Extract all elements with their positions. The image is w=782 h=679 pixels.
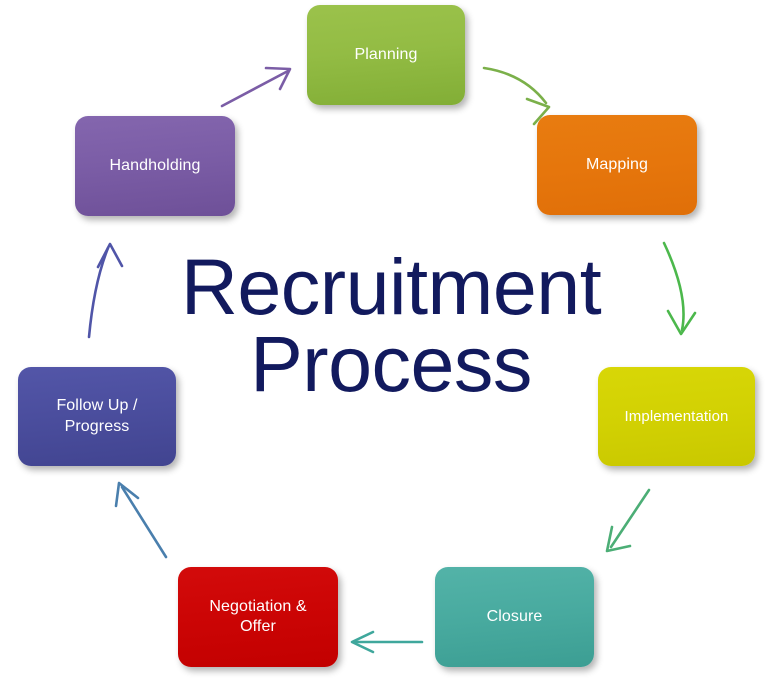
node-mapping[interactable]: Mapping [537, 115, 697, 215]
arrow-followup-to-handholding [87, 242, 124, 339]
node-mapping-label: Mapping [585, 155, 649, 173]
diagram-title: Recruitment Process [180, 242, 602, 409]
arrow-planning-to-mapping [482, 66, 551, 126]
node-closure[interactable]: Closure [435, 567, 594, 667]
arrow-closure-to-negotiation [350, 630, 424, 654]
arrow-handholding-to-planning [220, 66, 292, 108]
node-negotiation-and-offer-label: Negotiation & Offer [209, 597, 307, 635]
arrow-implementation-to-closure [605, 488, 651, 553]
node-implementation[interactable]: Implementation [598, 367, 755, 466]
node-negotiation-and-offer[interactable]: Negotiation & Offer [178, 567, 338, 667]
node-follow-up-progress-label: Follow Up / Progress [56, 397, 138, 435]
node-closure-label: Closure [486, 607, 543, 625]
node-handholding[interactable]: Handholding [75, 116, 235, 216]
node-planning-label: Planning [354, 45, 418, 63]
node-handholding-label: Handholding [109, 156, 201, 174]
arrow-mapping-to-implementation [662, 241, 697, 336]
node-implementation-label: Implementation [624, 407, 729, 425]
arrow-negotiation-to-followup [114, 481, 168, 559]
node-planning[interactable]: Planning [307, 5, 465, 105]
node-follow-up-progress[interactable]: Follow Up / Progress [18, 367, 176, 466]
